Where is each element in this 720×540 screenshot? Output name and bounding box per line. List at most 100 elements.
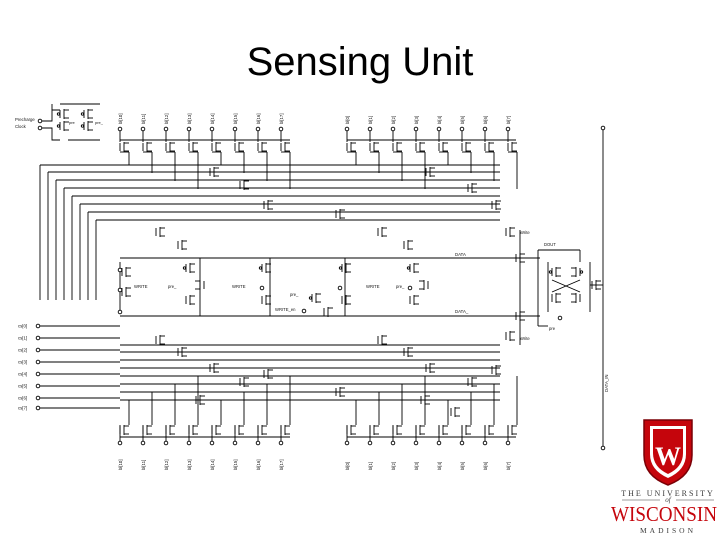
column-pass-transistor-bottom bbox=[142, 425, 152, 435]
column-pass-transistor-bottom bbox=[280, 425, 290, 435]
bitline-label-bottom: bl[0] bbox=[345, 462, 350, 470]
latch-transistor bbox=[571, 293, 581, 303]
decode-transistor bbox=[377, 335, 387, 345]
dout-label: DOUT bbox=[544, 242, 556, 247]
write-label: WRITE bbox=[366, 284, 380, 289]
bitline-label-top: bl[6] bbox=[483, 116, 488, 124]
write-en-label: WRITE_en bbox=[275, 307, 296, 312]
bitline-label-bottom: bl[15] bbox=[233, 459, 238, 470]
column-pass-transistor-bottom bbox=[392, 425, 402, 435]
data-in-label: DATA_IN bbox=[604, 374, 609, 392]
column-pass-transistor-bottom bbox=[119, 425, 129, 435]
column-select-pin bbox=[35, 383, 41, 389]
column-pass-transistor-bottom bbox=[438, 425, 448, 435]
bitline-label-bottom: bl[5] bbox=[460, 462, 465, 470]
bitline-label-top: bl[12] bbox=[164, 113, 169, 124]
logo-line-the-university: THE UNIVERSITY bbox=[621, 489, 715, 498]
decode-transistor bbox=[377, 227, 387, 237]
shield-letter: W bbox=[655, 442, 681, 471]
bitline-pin-top bbox=[186, 126, 192, 132]
bitline-pin-top bbox=[163, 126, 169, 132]
decode-transistor bbox=[263, 369, 273, 379]
precharge-center-transistor bbox=[308, 293, 321, 303]
shield-crest: W bbox=[643, 419, 693, 486]
decode-transistor bbox=[155, 335, 165, 345]
bitline-pin-top bbox=[390, 126, 396, 132]
data-bar-label: DATA_ bbox=[455, 309, 469, 314]
decode-transistor bbox=[425, 363, 435, 373]
bitline-pin-bottom bbox=[367, 440, 373, 446]
node-pin bbox=[407, 285, 413, 291]
bitline-label-top: bl[16] bbox=[256, 113, 261, 124]
precharge-pmos bbox=[56, 121, 69, 131]
decode-transistor bbox=[335, 387, 345, 397]
bitline-label-bottom: bl[10] bbox=[118, 459, 123, 470]
column-pass-transistor-top bbox=[438, 142, 448, 152]
sense-transistor bbox=[406, 263, 419, 273]
column-select-label: cs[6] bbox=[18, 396, 27, 401]
precharge-input-label: Precharge bbox=[15, 117, 35, 122]
bitline-pin-bottom bbox=[278, 440, 284, 446]
bitline-pin-bottom bbox=[255, 440, 261, 446]
bitline-pin-top bbox=[117, 126, 123, 132]
pre-out-label: pre bbox=[549, 326, 556, 331]
logo-line-madison: MADISON bbox=[640, 526, 696, 535]
column-pass-transistor-bottom bbox=[257, 425, 267, 435]
decode-transistor bbox=[467, 183, 477, 193]
column-pass-transistor-bottom bbox=[188, 425, 198, 435]
precharge-pmos bbox=[80, 109, 93, 119]
bitline-pin-bottom bbox=[232, 440, 238, 446]
decode-transistor bbox=[467, 377, 477, 387]
column-pass-transistor-bottom bbox=[461, 425, 471, 435]
bitline-pin-bottom bbox=[344, 440, 350, 446]
decode-transistor bbox=[195, 395, 205, 405]
decode-transistor bbox=[239, 377, 249, 387]
decode-transistor bbox=[177, 347, 187, 357]
column-pass-transistor-bottom bbox=[415, 425, 425, 435]
bitline-pin-bottom bbox=[413, 440, 419, 446]
precharge-pin bbox=[37, 118, 43, 124]
bitline-label-bottom: bl[17] bbox=[279, 459, 284, 470]
bitline-pin-top bbox=[344, 126, 350, 132]
bitline-label-bottom: bl[2] bbox=[391, 462, 396, 470]
decode-transistor bbox=[403, 240, 413, 250]
column-pass-transistor-bottom bbox=[484, 425, 494, 435]
column-select-label: cs[0] bbox=[18, 324, 27, 329]
column-pass-transistor-top bbox=[257, 142, 267, 152]
clock-input-label: Clock bbox=[15, 124, 27, 129]
node-pin bbox=[301, 308, 307, 314]
bitline-pin-bottom bbox=[459, 440, 465, 446]
bitline-pin-top bbox=[505, 126, 511, 132]
bitline-label-top: bl[15] bbox=[233, 113, 238, 124]
node-pin bbox=[557, 315, 563, 321]
bitline-label-bottom: bl[13] bbox=[187, 459, 192, 470]
clock-pin bbox=[37, 125, 43, 131]
decode-transistor bbox=[209, 363, 219, 373]
column-pass-transistor-bottom bbox=[234, 425, 244, 435]
bitline-label-bottom: bl[12] bbox=[164, 459, 169, 470]
logo-line-wisconsin: WISCONSIN bbox=[611, 502, 717, 526]
bitline-label-bottom: bl[7] bbox=[506, 462, 511, 470]
bitline-pin-top bbox=[459, 126, 465, 132]
sense-transistor bbox=[409, 295, 419, 305]
sense-transistor bbox=[195, 280, 205, 290]
column-pass-transistor-bottom bbox=[211, 425, 221, 435]
bitline-pin-bottom bbox=[436, 440, 442, 446]
bitline-label-bottom: bl[14] bbox=[210, 459, 215, 470]
bus-pin-top bbox=[600, 125, 606, 131]
decode-transistor bbox=[155, 227, 165, 237]
bitline-pin-top bbox=[140, 126, 146, 132]
sense-transistor bbox=[341, 295, 351, 305]
column-pass-transistor-top bbox=[461, 142, 471, 152]
decode-transistor bbox=[263, 200, 273, 210]
column-pass-transistor-top bbox=[119, 142, 129, 152]
bitline-pin-top bbox=[278, 126, 284, 132]
latch-transistor bbox=[551, 293, 561, 303]
decode-transistor bbox=[450, 407, 460, 417]
bitline-pin-top bbox=[413, 126, 419, 132]
data-label: DATA bbox=[455, 252, 466, 257]
column-pass-transistor-top bbox=[211, 142, 221, 152]
bitline-label-top: bl[13] bbox=[187, 113, 192, 124]
write-driver-transistor bbox=[121, 267, 131, 277]
